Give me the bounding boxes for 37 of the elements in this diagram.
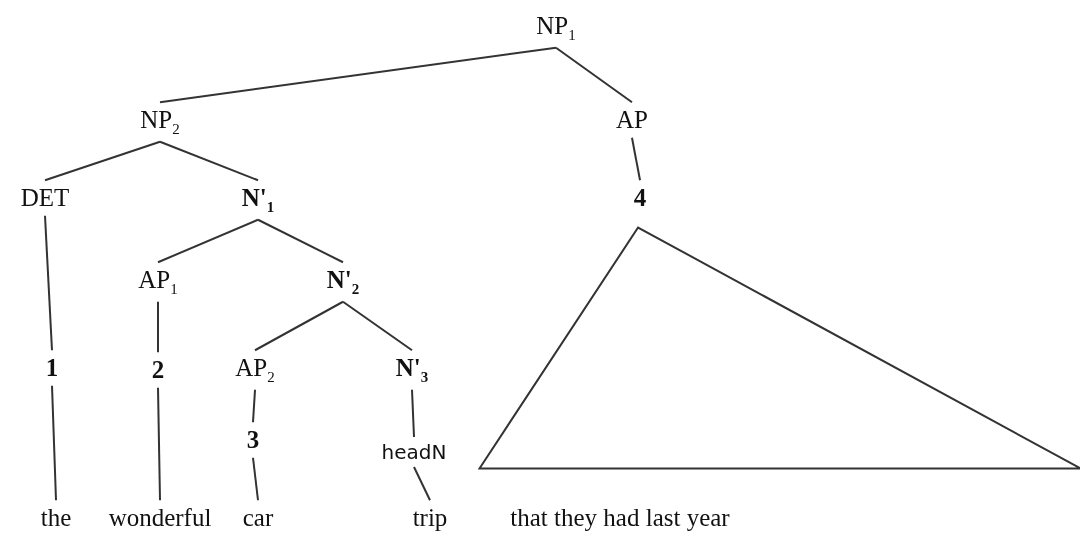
tree-branch xyxy=(252,456,259,502)
tree-branch xyxy=(257,218,344,264)
tree-label: N'$_{3}$ xyxy=(395,354,429,386)
tree-branch xyxy=(51,384,57,502)
tree-branch xyxy=(254,300,344,352)
tree-label: NP$_{1}$ xyxy=(536,12,576,44)
tree-branch xyxy=(44,140,161,182)
tree-label: AP$_{1}$ xyxy=(138,266,178,298)
triangle-shape xyxy=(478,226,1080,470)
tree-branch xyxy=(252,388,256,424)
tree-branch xyxy=(157,386,161,502)
tree-label: that they had last year xyxy=(510,504,730,532)
tree-branch xyxy=(157,218,259,264)
tree-label: 3 xyxy=(246,426,260,454)
tree-label: AP xyxy=(616,106,648,134)
tree-label: headN xyxy=(381,441,447,463)
tree-branch xyxy=(555,46,633,104)
tree-branch xyxy=(413,466,431,502)
tree-label: DET xyxy=(20,184,70,212)
tree-branch xyxy=(411,388,415,438)
tree-label: trip xyxy=(412,504,448,532)
tree-label: 2 xyxy=(151,356,165,384)
tree-branch xyxy=(159,46,557,104)
tree-label: N'$_{2}$ xyxy=(326,266,360,298)
tree-branch xyxy=(157,300,159,354)
tree-label: car xyxy=(242,504,274,532)
tree-label: wonderful xyxy=(108,504,212,532)
tree-label: N'$_{1}$ xyxy=(241,184,275,216)
tree-branch xyxy=(631,136,641,182)
tree-label: 1 xyxy=(45,354,59,382)
tree-branch xyxy=(44,214,53,352)
tree-label: NP$_{2}$ xyxy=(140,106,180,138)
tree-label: AP$_{2}$ xyxy=(235,354,275,386)
tree-branch xyxy=(342,300,413,352)
tree-label: 4 xyxy=(633,184,647,212)
tree-label: the xyxy=(40,504,72,532)
tree-branch xyxy=(159,140,259,182)
